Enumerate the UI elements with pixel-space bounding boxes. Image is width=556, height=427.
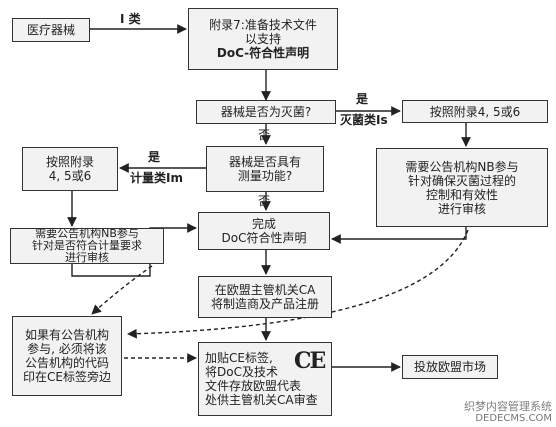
- node-ce-label-line1: 加贴CE标签,: [205, 351, 273, 365]
- arrow-nbmetrology-to-completedoc: [71, 223, 197, 277]
- node-appendix456-left-line2: 4, 5或6: [48, 169, 92, 183]
- label-class1: I 类: [120, 12, 141, 26]
- node-nb-sterile-line1: 需要公告机构NB参与: [405, 159, 519, 174]
- label-no-2: 否: [258, 194, 271, 208]
- node-measuring: 器械是否具有 测量功能?: [206, 146, 324, 192]
- node-appendix456-right-text: 按照附录4, 5或6: [429, 104, 521, 119]
- node-nb-sterile-line3: 控制和有效性: [425, 187, 498, 202]
- node-ca-register-line2: 将制造商及产品注册: [210, 297, 319, 311]
- watermark-line2: DEDECMS.COM: [475, 413, 552, 424]
- label-yes-measure: 是: [148, 150, 161, 164]
- node-nb-metrology-line1: 需要公告机构NB参与: [35, 227, 139, 240]
- node-nb-code-line2: 参与, 必须将该: [27, 342, 107, 356]
- node-appendix456-left-line1: 按照附录: [45, 155, 94, 169]
- node-ce-label-line3: 文件存放欧盟代表: [205, 379, 302, 393]
- node-complete-doc: 完成 DoC符合性声明: [198, 212, 330, 250]
- node-market: 投放欧盟市场: [402, 355, 498, 379]
- node-appendix7: 附录7:准备技术文件 以支持 DoC-符合性声明: [188, 8, 338, 70]
- node-nb-code-line1: 如果有公告机构: [24, 328, 109, 342]
- node-appendix7-line2: 以支持: [244, 32, 281, 46]
- node-nb-sterile-line2: 针对确保灭菌过程的: [407, 173, 516, 188]
- node-is-sterile: 器械是否为灭菌?: [196, 100, 336, 124]
- node-appendix456-right: 按照附录4, 5或6: [402, 100, 548, 123]
- node-complete-doc-line2: DoC符合性声明: [221, 231, 307, 245]
- node-ca-register-line1: 在欧盟主管机关CA: [214, 283, 316, 297]
- node-market-text: 投放欧盟市场: [413, 360, 486, 374]
- node-nb-metrology: 需要公告机构NB参与 针对是否符合计量要求 进行审核: [10, 228, 164, 264]
- label-measure-class: 计量类Im: [130, 171, 183, 185]
- node-nb-sterile-line4: 进行审核: [437, 201, 486, 216]
- label-no-1: 否: [258, 128, 271, 142]
- node-medical-device: 医疗器械: [12, 18, 90, 42]
- node-nb-code: 如果有公告机构 参与, 必须将该 公告机构的代码 印在CE标签旁边: [12, 316, 122, 396]
- node-appendix7-line1: 附录7:准备技术文件: [209, 18, 317, 32]
- node-nb-metrology-line2: 针对是否符合计量要求: [32, 239, 142, 252]
- node-ce-label: 加贴CE标签, 将DoC及技术 文件存放欧盟代表 处供主管机关CA审查: [198, 342, 332, 416]
- node-appendix7-line3: DoC-符合性声明: [216, 46, 310, 60]
- node-nb-code-line3: 公告机构的代码: [24, 356, 109, 370]
- ce-mark-icon: CE: [294, 348, 326, 374]
- node-complete-doc-line1: 完成: [251, 217, 276, 231]
- node-is-sterile-text: 器械是否为灭菌?: [220, 105, 312, 119]
- node-appendix456-left: 按照附录 4, 5或6: [22, 147, 118, 191]
- node-ce-label-line4: 处供主管机关CA审查: [205, 393, 318, 407]
- label-sterile-class: 灭菌类Is: [340, 113, 388, 127]
- node-ce-label-line2: 将DoC及技术: [205, 365, 278, 379]
- dashed-arrow-nbsterile-to-nbcode: [127, 229, 469, 339]
- node-medical-device-text: 医疗器械: [26, 23, 75, 37]
- node-nb-metrology-line3: 进行审核: [65, 251, 109, 264]
- watermark-line1: 织梦内容管理系统: [464, 400, 552, 413]
- node-measuring-line1: 器械是否具有: [228, 155, 301, 169]
- node-ca-register: 在欧盟主管机关CA 将制造商及产品注册: [198, 276, 332, 318]
- dashed-arrow-nbmetrology-to-nbcode: [91, 265, 153, 315]
- node-nb-code-line4: 印在CE标签旁边: [23, 370, 111, 384]
- node-measuring-line2: 测量功能?: [237, 169, 293, 183]
- watermark: 织梦内容管理系统 DEDECMS.COM: [464, 401, 552, 425]
- node-nb-sterile: 需要公告机构NB参与 针对确保灭菌过程的 控制和有效性 进行审核: [376, 148, 548, 227]
- arrow-nbsterile-to-completedoc: [331, 227, 467, 244]
- label-yes-sterile: 是: [356, 92, 369, 106]
